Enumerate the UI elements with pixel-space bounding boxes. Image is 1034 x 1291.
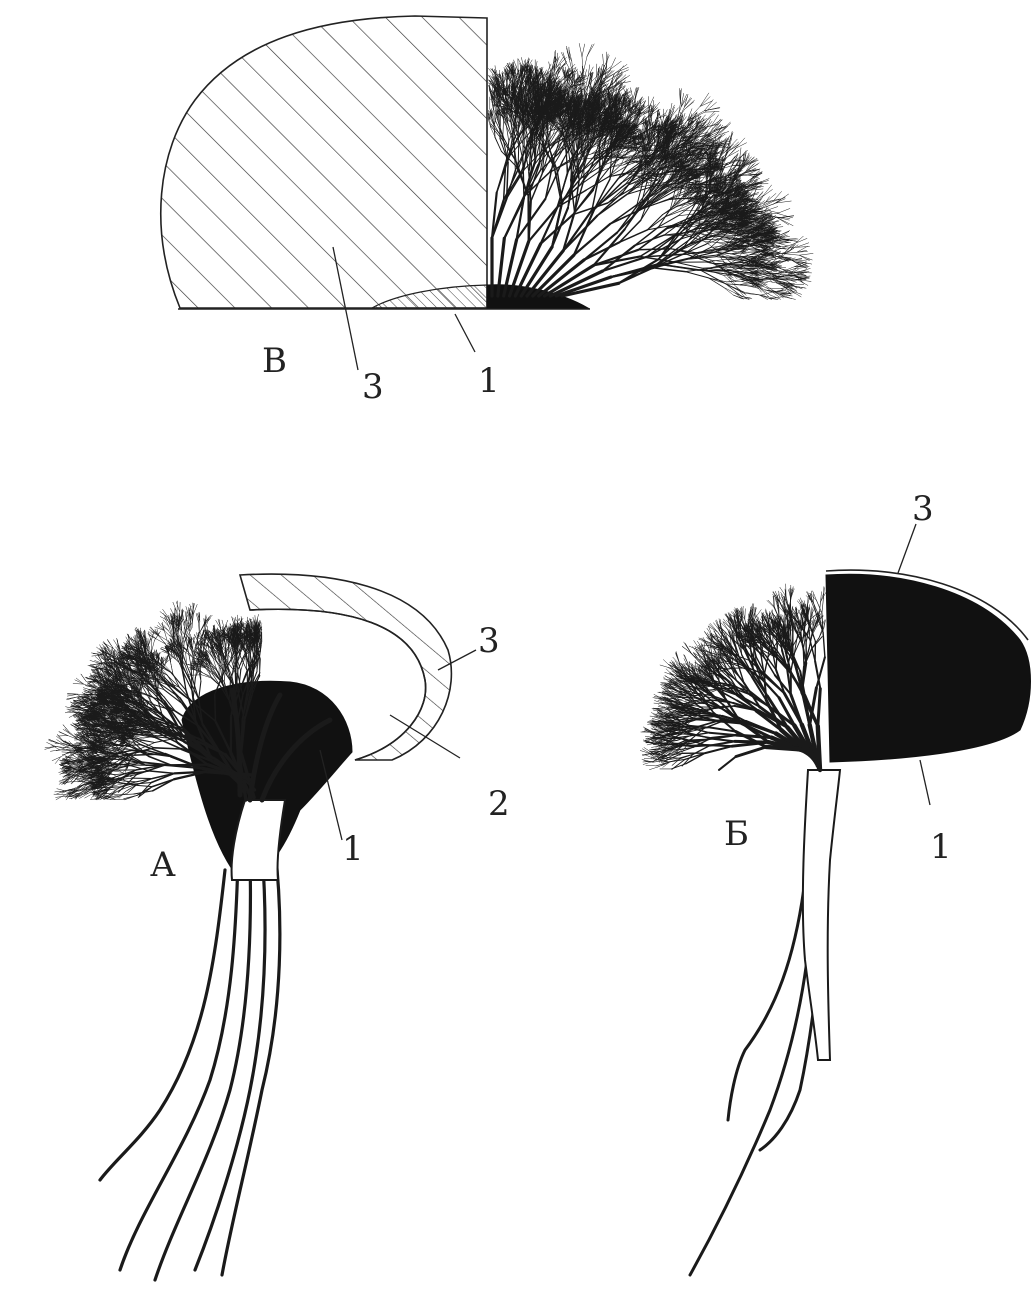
crown-branch — [705, 114, 715, 123]
crown-branch — [606, 54, 608, 66]
crown-branch — [579, 43, 582, 56]
crown-branch — [567, 150, 568, 174]
branching-crown — [488, 43, 813, 299]
crown-branch — [504, 172, 521, 200]
crown-branch — [704, 108, 719, 111]
crown-branch — [563, 53, 566, 63]
crown-zone-3-hatched — [161, 16, 487, 308]
crown-branch — [491, 124, 504, 139]
crown-branch — [601, 76, 616, 86]
crown-branch — [584, 70, 587, 81]
crown-branch — [587, 44, 594, 56]
crown-branch — [616, 66, 624, 76]
crown-branch — [705, 112, 719, 113]
crown-branch — [582, 44, 585, 57]
crown-branch — [549, 62, 551, 72]
crown-branch — [616, 70, 629, 76]
crown-branch — [603, 54, 604, 68]
panel-v — [161, 16, 813, 309]
crown-branch — [684, 98, 690, 108]
crown-branch — [557, 53, 558, 67]
